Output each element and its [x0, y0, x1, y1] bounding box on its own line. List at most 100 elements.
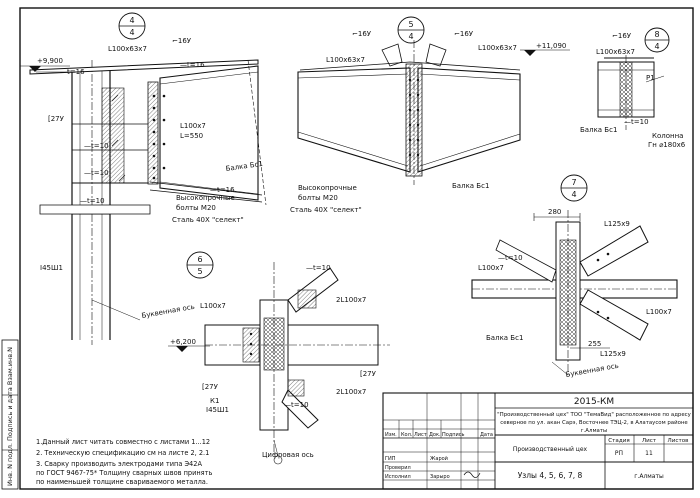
svg-text:Буквенная ось: Буквенная ось [141, 303, 195, 320]
svg-text:болты М20: болты М20 [298, 194, 338, 202]
project-line-2: северное по ул. акан Сарэ, Восточнее ТЭЦ… [500, 419, 688, 426]
svg-text:—t=10: —t=10 [284, 401, 309, 409]
svg-text:Кол.: Кол. [401, 432, 413, 438]
svg-text:⌐16У: ⌐16У [352, 30, 372, 38]
svg-text:L100х63х7: L100х63х7 [108, 45, 147, 53]
node-6-number: 6 [197, 255, 202, 264]
node-8-labels: ⌐16У L100х63х7 Р1 —t=10 Балка Бс1 Колонн… [580, 32, 686, 149]
svg-text:Гн ⌀180х6: Гн ⌀180х6 [648, 141, 686, 149]
node-4-marker: 4 4 [118, 12, 146, 40]
svg-text:Высокопрочные: Высокопрочные [176, 194, 235, 202]
svg-text:Лист: Лист [414, 432, 427, 438]
object-name: Производственный цех [513, 446, 588, 453]
svg-text:Исполнил: Исполнил [385, 474, 411, 480]
svg-text:[27У: [27У [48, 115, 65, 123]
svg-text:11: 11 [645, 450, 653, 457]
svg-text:Балка Бс1: Балка Бс1 [580, 126, 617, 134]
svg-text:—t=16: —t=16 [180, 61, 205, 69]
svg-text:—t=16: —t=16 [60, 68, 85, 76]
node-8-marker: 8 4 [644, 27, 670, 53]
city: г.Алматы [634, 473, 664, 480]
svg-text:—t=10: —t=10 [84, 169, 109, 177]
svg-text:⌐16У: ⌐16У [172, 37, 192, 45]
svg-text:L100х7: L100х7 [478, 264, 504, 272]
svg-text:L100х63х7: L100х63х7 [478, 44, 517, 52]
svg-text:255: 255 [588, 340, 601, 348]
note-3: 3. Сварку производить электродами типа Э… [36, 460, 202, 468]
svg-text:+6,200: +6,200 [170, 338, 196, 346]
svg-text:К1: К1 [210, 397, 219, 405]
node-5-sheet: 4 [408, 32, 413, 41]
svg-text:+11,090: +11,090 [536, 42, 566, 50]
drawing-code: 2015-КМ [574, 397, 614, 407]
svg-text:Высокопрочные: Высокопрочные [298, 184, 357, 192]
sheet-frame [1, 7, 694, 490]
svg-text:Изм.: Изм. [385, 432, 397, 438]
node-7-sheet: 4 [571, 190, 576, 199]
node-6-marker: 6 5 [186, 251, 214, 279]
project-line-1: "Производственный цех" ТОО "ТемаВид" рас… [497, 411, 691, 418]
svg-text:+9,900: +9,900 [37, 57, 63, 65]
svg-text:Стадия: Стадия [608, 438, 629, 444]
svg-text:L125х9: L125х9 [604, 220, 630, 228]
svg-text:ГИП: ГИП [385, 456, 396, 462]
svg-text:[27У: [27У [202, 383, 219, 391]
svg-text:Листов: Листов [668, 438, 689, 444]
svg-text:РП: РП [615, 450, 623, 457]
title-block-text: 2015-КМ "Производственный цех" ТОО "Тема… [385, 397, 692, 480]
node-5-number: 5 [408, 20, 413, 29]
node-8-number: 8 [654, 30, 659, 39]
node-8-drawing [597, 55, 665, 130]
node-4-sheet: 4 [129, 28, 134, 37]
svg-text:L100х63х7: L100х63х7 [596, 48, 635, 56]
node-4-number: 4 [129, 16, 134, 25]
note-2: 2. Техническую спецификацию см на листе … [36, 449, 209, 457]
svg-text:—t=10: —t=10 [84, 142, 109, 150]
svg-text:L100х7: L100х7 [200, 302, 226, 310]
svg-text:Р1: Р1 [646, 74, 655, 82]
svg-text:L100х7: L100х7 [180, 122, 206, 130]
svg-text:Лист: Лист [642, 438, 657, 444]
node-4-drawing [20, 59, 267, 345]
sheet-content: Узлы 4, 5, 6, 7, 8 [518, 471, 583, 480]
svg-text:[27У: [27У [360, 370, 377, 378]
svg-text:—t=10: —t=10 [624, 118, 649, 126]
node-5-marker: 5 4 [397, 16, 425, 44]
note-1: 1.Данный лист читать совместно с листами… [36, 438, 210, 446]
svg-text:Жарой: Жарой [430, 455, 448, 462]
svg-text:Буквенная ось: Буквенная ось [565, 362, 619, 379]
svg-text:⌐16У: ⌐16У [612, 32, 632, 40]
project-line-3: г.Алматы [581, 428, 607, 434]
node-6-drawing [168, 262, 390, 465]
svg-text:L=550: L=550 [180, 132, 203, 140]
svg-text:Сталь 40Х "селект": Сталь 40Х "селект" [172, 216, 244, 224]
svg-text:болты М20: болты М20 [176, 204, 216, 212]
svg-text:Подпись: Подпись [442, 432, 465, 438]
svg-text:Дата: Дата [480, 432, 493, 438]
note-3b: по ГОСТ 9467-75* Толщину сварных швов пр… [36, 469, 212, 477]
general-notes: 1.Данный лист читать совместно с листами… [36, 438, 212, 486]
svg-text:⌐16У: ⌐16У [454, 30, 474, 38]
note-3c: по наименьшей толщине свариваемого метал… [36, 478, 208, 486]
svg-text:Проверил: Проверил [385, 465, 411, 471]
node-7-marker: 7 4 [560, 174, 588, 202]
svg-text:Док.: Док. [429, 432, 441, 438]
node-6-labels: +6,200 —t=10 L100х7 2L100х7 [27У [27У К1… [170, 264, 377, 459]
svg-text:—t=16: —t=16 [210, 186, 235, 194]
svg-text:280: 280 [548, 208, 561, 216]
node-8-sheet: 4 [654, 42, 659, 51]
title-block [382, 392, 694, 490]
svg-text:—t=10: —t=10 [306, 264, 331, 272]
svg-text:2L100х7: 2L100х7 [336, 296, 366, 304]
svg-text:Колонна: Колонна [652, 132, 683, 140]
node-5-drawing [297, 40, 570, 185]
svg-text:L100х63х7: L100х63х7 [326, 56, 365, 64]
svg-text:L125х9: L125х9 [600, 350, 626, 358]
svg-text:Балка Бс1: Балка Бс1 [486, 334, 523, 342]
svg-text:Балка Бс1: Балка Бс1 [452, 182, 489, 190]
node-7-number: 7 [571, 178, 576, 187]
svg-text:—t=10: —t=10 [80, 197, 105, 205]
node-6-sheet: 5 [197, 267, 202, 276]
svg-text:2L100х7: 2L100х7 [336, 388, 366, 396]
